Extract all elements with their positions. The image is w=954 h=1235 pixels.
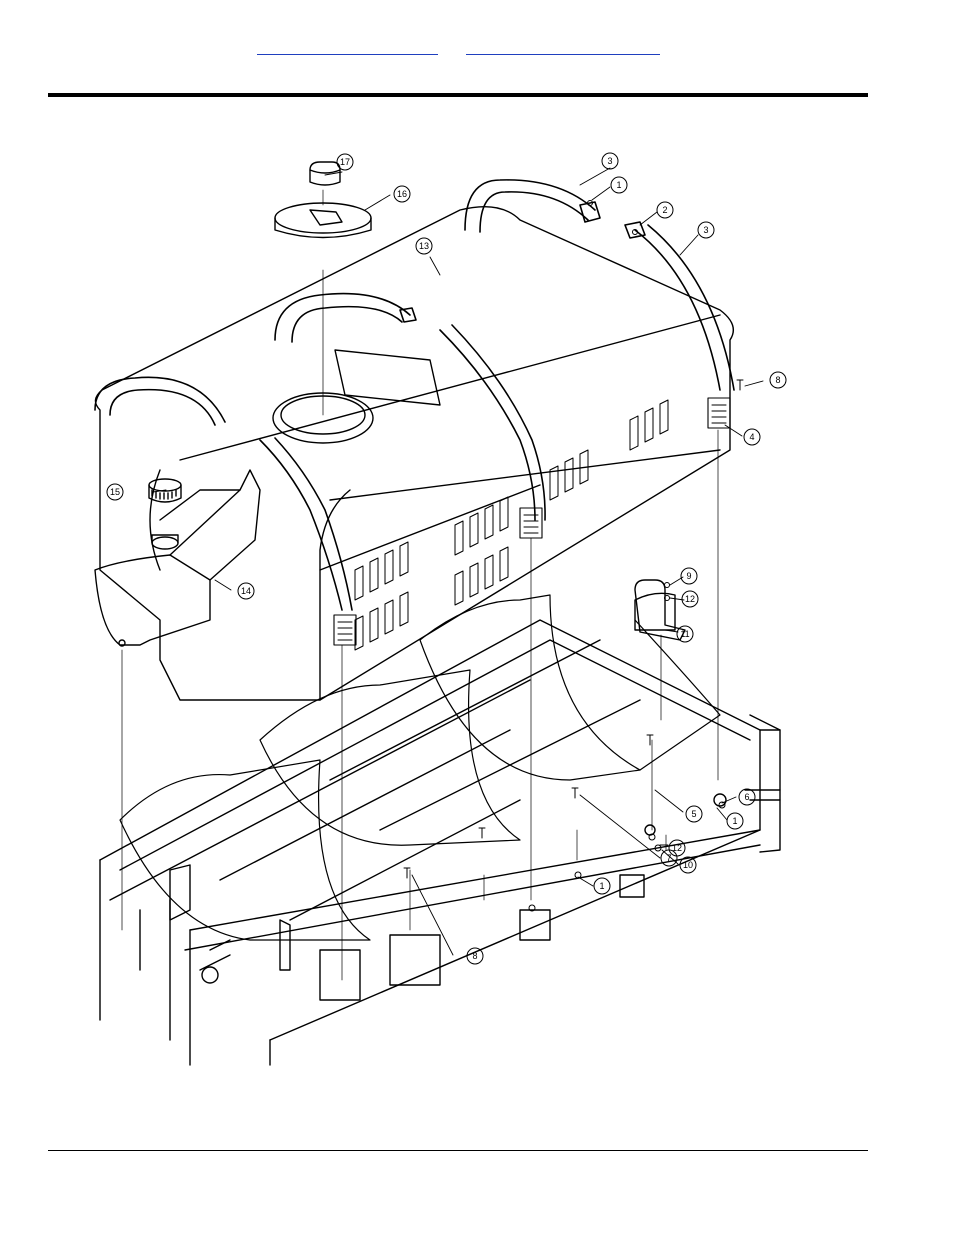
alignment-lines [122,190,718,980]
callout-label: 1 [599,881,604,891]
callout-label: 17 [340,157,350,167]
callout-label: 3 [703,225,708,235]
bottom-rule [48,1150,868,1151]
tank-saddles [120,595,720,940]
callout-label: 13 [419,241,429,251]
callout-label: 7 [666,853,671,863]
callout-label: 2 [662,205,667,215]
callouts [107,153,786,964]
callout-label: 9 [686,571,691,581]
callout-label: 4 [749,432,754,442]
header-link-left[interactable] [257,40,438,55]
callout-label: 16 [397,189,407,199]
header-link-right[interactable] [466,40,660,55]
callout-label: 3 [607,156,612,166]
hardware [404,201,743,912]
top-rule [48,93,868,97]
callout-label: 15 [110,487,120,497]
callout-label: 5 [691,809,696,819]
callout-label: 11 [680,629,689,639]
callout-label: 1 [616,180,621,190]
frame-assembly [100,593,780,1065]
leader-lines [153,168,763,955]
fill-lid [275,203,371,238]
callout-label: 1 [732,816,737,826]
callout-label: 12 [672,843,682,853]
callout-label: 10 [683,860,693,870]
callout-label: 12 [685,594,695,604]
callout-label: 14 [241,586,251,596]
parts-diagram: 17 16 13 3 1 2 3 8 4 15 14 9 12 11 6 5 1… [80,140,800,1070]
callout-label: 6 [744,792,749,802]
callout-label: 8 [775,375,780,385]
strap-assemblies [95,180,734,610]
callout-label: 8 [472,951,477,961]
